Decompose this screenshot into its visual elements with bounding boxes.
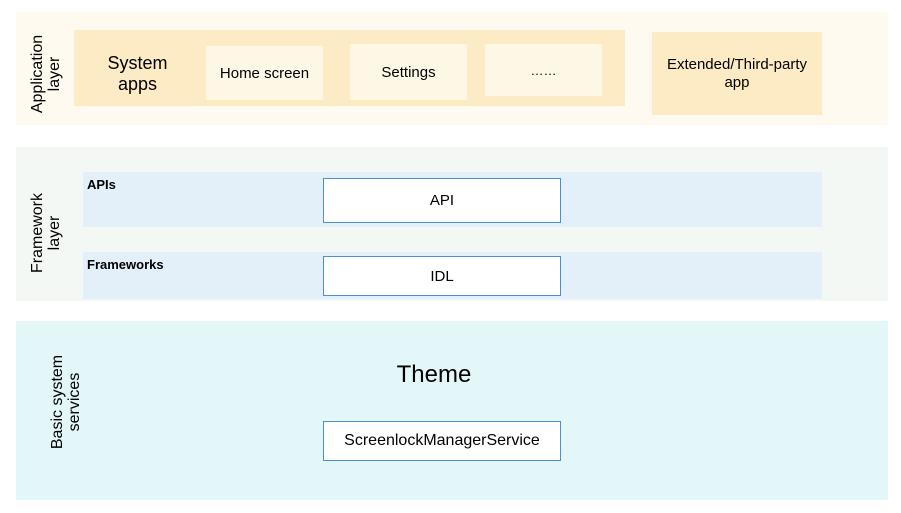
basic-system-services-layer (16, 321, 888, 500)
api-box: API (323, 178, 561, 223)
frameworks-label: Frameworks (87, 257, 164, 272)
application-layer-label: Application layer (29, 34, 63, 114)
home-screen-app: Home screen (206, 46, 323, 100)
framework-layer-label: Framework layer (29, 192, 63, 274)
more-apps-ellipsis: …… (485, 44, 602, 96)
theme-title: Theme (396, 361, 472, 388)
settings-app: Settings (350, 44, 467, 100)
apis-label: APIs (87, 177, 116, 192)
basic-system-services-label: Basic system services (49, 354, 83, 450)
third-party-app: Extended/Third-party app (652, 32, 822, 115)
idl-box: IDL (323, 256, 561, 296)
system-apps-label: System apps (107, 53, 168, 94)
screenlock-manager-service-box: ScreenlockManagerService (323, 421, 561, 461)
